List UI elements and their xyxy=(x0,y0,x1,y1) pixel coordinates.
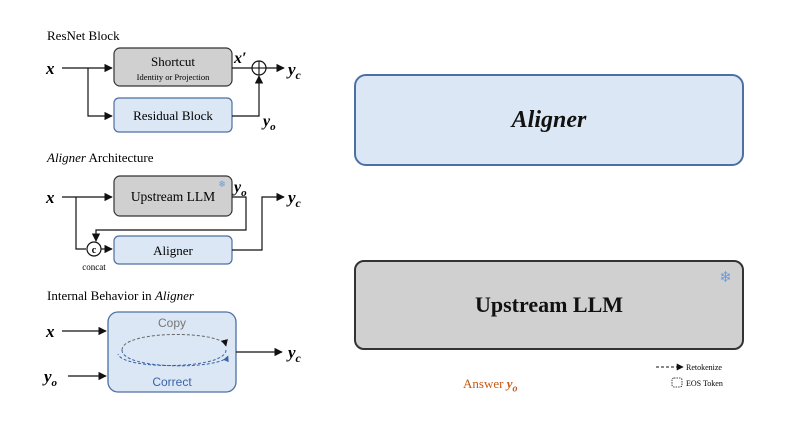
aligner-large-box: Aligner xyxy=(354,74,744,166)
residual-label: Residual Block xyxy=(133,108,213,123)
correct-arrow xyxy=(121,349,229,367)
arch-yo-to-concat xyxy=(91,196,247,242)
concat-label: concat xyxy=(82,262,106,272)
shortcut-box xyxy=(113,47,233,87)
shortcut-sublabel: Identity or Projection xyxy=(137,72,210,82)
architecture-title: Aligner Architecture xyxy=(46,150,154,165)
snowflake-large-icon: ❄ xyxy=(719,268,732,286)
eos-token-icon xyxy=(671,377,683,388)
aligner-large-label: Aligner xyxy=(511,106,587,133)
behavior-input-yo: yo xyxy=(42,367,58,389)
legend: Retokenize EOS Token xyxy=(656,363,723,388)
arch-input-x: x xyxy=(45,188,55,207)
resnet-input-x: x xyxy=(45,59,55,78)
arch-x-to-concat xyxy=(75,197,86,250)
snowflake-icon: ❄ xyxy=(218,180,226,190)
arch-output-yc: yc xyxy=(286,188,302,210)
copy-arrow xyxy=(121,334,228,351)
upstream-llm-box xyxy=(113,175,233,217)
upstream-llm-label: Upstream LLM xyxy=(131,189,215,204)
behavior-output-yc: yc xyxy=(286,343,302,365)
concat-symbol: c xyxy=(92,245,97,256)
behavior-title: Internal Behavior in Aligner xyxy=(47,288,195,303)
upstream-llm-large-box: Upstream LLM ❄ xyxy=(354,260,744,350)
residual-up-arrow xyxy=(232,75,264,117)
resnet-branch-arrow xyxy=(87,68,113,121)
resnet-output-yc: yc xyxy=(286,60,302,82)
retokenize-label: Retokenize xyxy=(686,363,722,372)
aligner-box-label: Aligner xyxy=(153,243,193,258)
shortcut-label: Shortcut xyxy=(151,54,195,69)
behavior-input-x: x xyxy=(45,322,55,341)
x-prime-label: x′ xyxy=(233,50,247,67)
aligner-output-arrow xyxy=(232,192,285,251)
resnet-panel: ResNet Block x Shortcut Identity or Proj… xyxy=(45,28,302,133)
behavior-panel: Internal Behavior in Aligner x yo Copy C… xyxy=(42,288,302,393)
resnet-title: ResNet Block xyxy=(47,28,120,43)
arch-yo-label: yo xyxy=(232,179,247,199)
residual-box xyxy=(113,97,233,133)
copy-label: Copy xyxy=(158,316,186,330)
answer-label: Answer yo xyxy=(463,376,518,395)
correct-label: Correct xyxy=(152,375,192,389)
architecture-panel: Aligner Architecture x Upstream LLM ❄ yo… xyxy=(45,150,302,272)
resnet-residual-yo: yo xyxy=(261,113,276,133)
eos-label: EOS Token xyxy=(686,379,723,388)
upstream-llm-large-label: Upstream LLM xyxy=(474,292,624,317)
